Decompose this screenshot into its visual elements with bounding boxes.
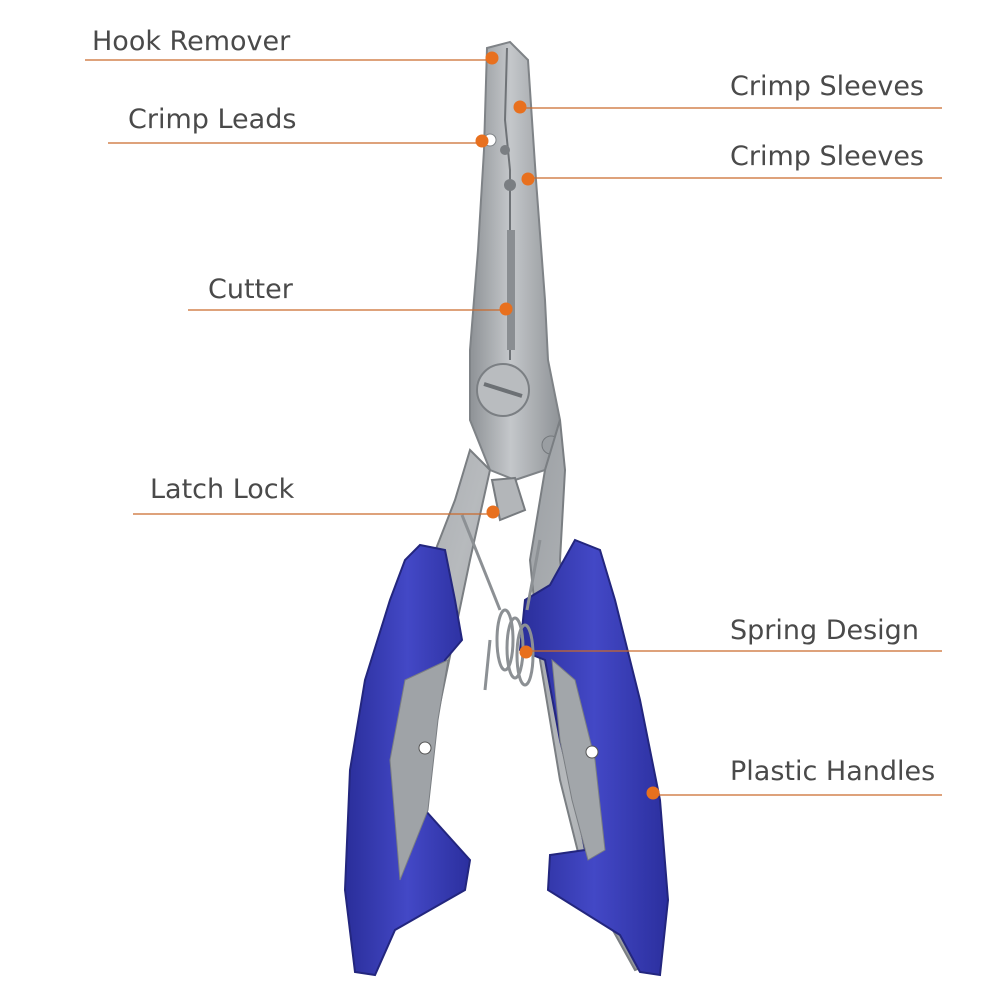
label-hook-remover: Hook Remover (92, 26, 291, 57)
pivot-screw (476, 363, 561, 455)
label-crimp-sleeves-upper: Crimp Sleeves (730, 71, 924, 102)
leader-lines (85, 51, 942, 800)
right-handle (518, 419, 670, 977)
marker-dot-spring-design (519, 645, 533, 659)
label-spring-design: Spring Design (730, 615, 919, 646)
marker-dot-hook-remover (485, 51, 499, 65)
marker-dot-crimp-sleeves-2 (521, 172, 535, 186)
label-crimp-sleeves-lower: Crimp Sleeves (730, 141, 924, 172)
left-handle (343, 448, 492, 977)
spring-coil (460, 514, 542, 691)
marker-dot-plastic-handles (646, 786, 660, 800)
marker-dot-latch-lock (486, 505, 500, 519)
label-latch-lock: Latch Lock (150, 474, 295, 505)
marker-dot-cutter (499, 302, 513, 316)
label-plastic-handles: Plastic Handles (730, 756, 936, 787)
label-cutter: Cutter (208, 274, 293, 305)
label-crimp-leads: Crimp Leads (128, 104, 297, 135)
marker-dot-crimp-leads (475, 134, 489, 148)
marker-dot-crimp-sleeves-1 (513, 100, 527, 114)
